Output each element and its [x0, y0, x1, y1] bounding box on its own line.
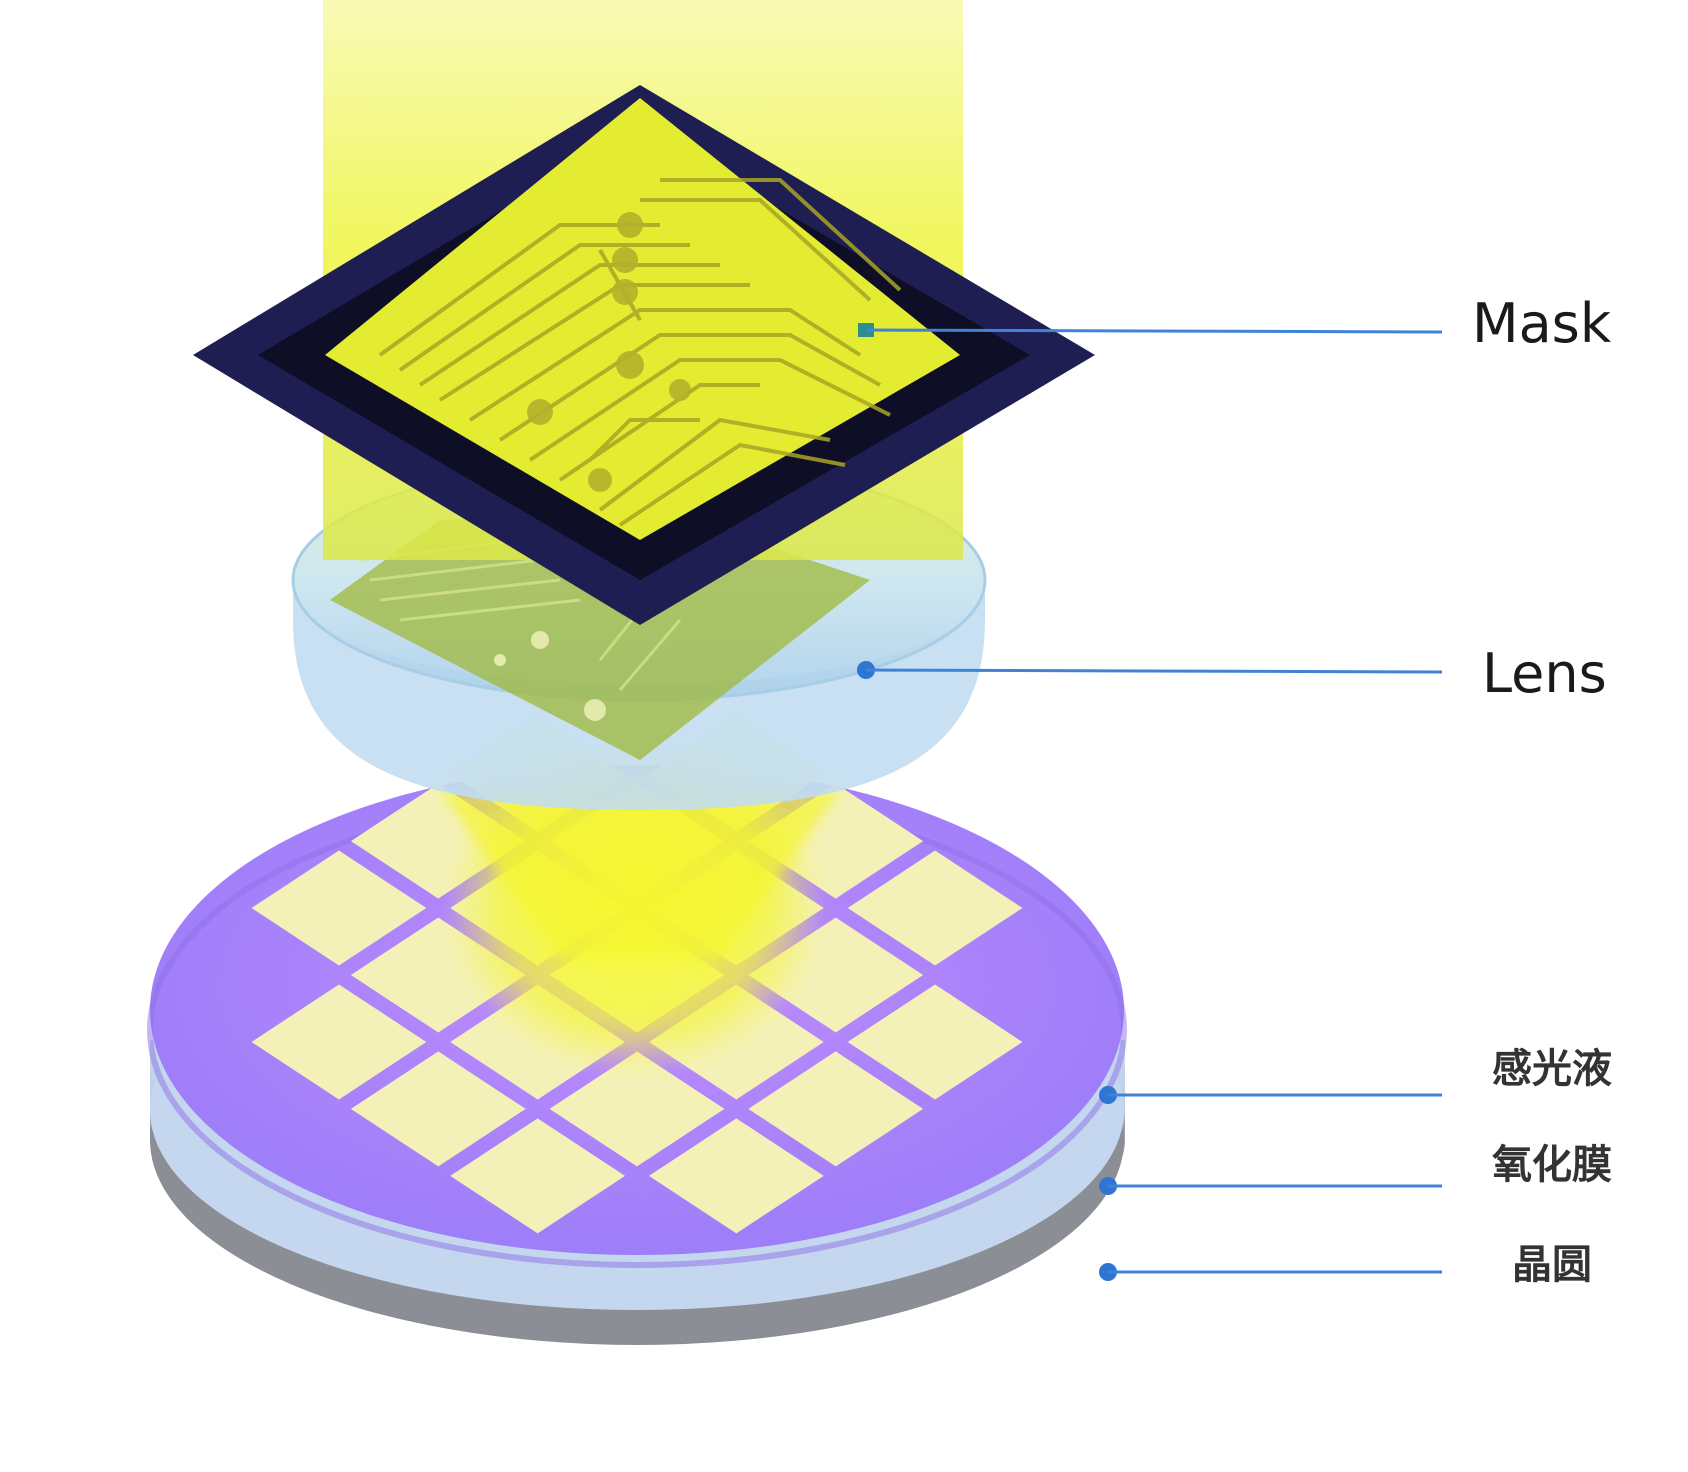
projected-pattern: [330, 510, 870, 760]
label-lens-group: Lens: [857, 642, 1607, 705]
die-tile: [251, 850, 427, 966]
die-tile: [847, 984, 1023, 1100]
label-photoresist-group: 感光液: [1099, 1046, 1612, 1104]
die-tile: [748, 1051, 924, 1167]
mask-pattern: [325, 98, 960, 540]
label-lens: Lens: [1482, 642, 1607, 705]
label-photoresist: 感光液: [1492, 1046, 1612, 1092]
die-tile: [847, 850, 1023, 966]
die-tile: [251, 984, 427, 1100]
label-mask: Mask: [1472, 292, 1612, 355]
die-tile: [648, 1118, 824, 1234]
die-tile: [549, 1051, 725, 1167]
label-wafer-group: 晶圆: [1099, 1242, 1592, 1288]
label-oxide-film: 氧化膜: [1492, 1142, 1612, 1188]
die-tile: [350, 1051, 526, 1167]
mask: [193, 85, 1095, 625]
die-tile: [450, 1118, 626, 1234]
label-wafer: 晶圆: [1512, 1242, 1592, 1288]
label-mask-group: Mask: [865, 292, 1612, 355]
label-oxide-film-group: 氧化膜: [1099, 1142, 1612, 1195]
focused-beam: [440, 790, 840, 960]
circuit-pads: [527, 212, 691, 492]
